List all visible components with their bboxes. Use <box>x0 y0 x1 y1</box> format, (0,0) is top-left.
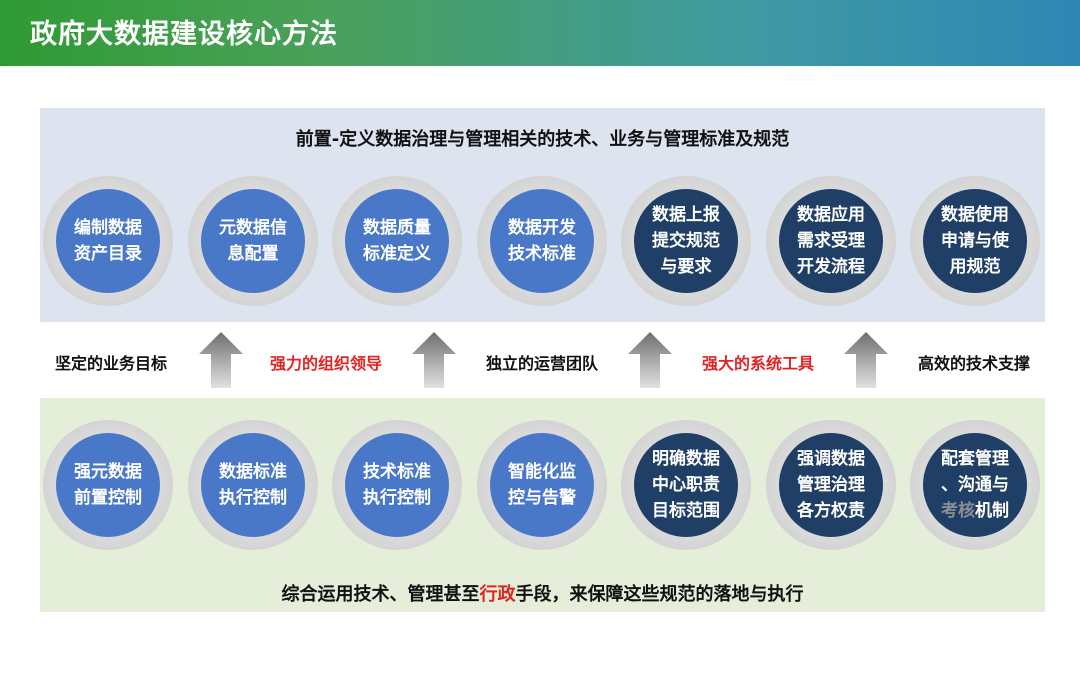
top-circle-3: 数据质量标准定义 <box>332 176 462 306</box>
bottom-circle-1: 强元数据前置控制 <box>43 420 173 550</box>
bottom-caption-highlight: 行政 <box>479 584 516 605</box>
circle-text-line: 强调数据 <box>797 449 865 469</box>
top-circle-7: 数据使用申请与使用规范 <box>910 176 1040 306</box>
top-circle-text: 元数据信息配置 <box>201 189 305 293</box>
circle-text-line: 前置控制 <box>74 488 142 508</box>
top-circle-6: 数据应用需求受理开发流程 <box>766 176 896 306</box>
circle-text-line: 智能化监 <box>508 462 576 482</box>
circle-text-line: 用规范 <box>949 257 1001 277</box>
circle-text-line: 数据标准 <box>219 462 287 482</box>
up-arrow-icon <box>199 332 243 388</box>
title-banner: 政府大数据建设核心方法 <box>0 0 1080 66</box>
bottom-circle-7: 配套管理、沟通与考核机制 <box>910 420 1040 550</box>
circle-text-line: 元数据信 <box>219 218 287 238</box>
pillar-label-5: 高效的技术支撑 <box>917 354 1031 373</box>
circle-text-line: 编制数据 <box>74 218 142 238</box>
circle-text-line: 、沟通与 <box>941 475 1009 495</box>
middle-pillar-row: 坚定的业务目标 强力的组织领导 独立的运营团队 强大的系统工具 高效的技术支撑 <box>0 322 1080 398</box>
bottom-circle-text: 配套管理、沟通与考核机制 <box>923 433 1027 537</box>
pillar-label-2: 强力的组织领导 <box>269 354 383 373</box>
top-circle-text: 数据质量标准定义 <box>345 189 449 293</box>
bottom-circle-4: 智能化监控与告警 <box>477 420 607 550</box>
bottom-circle-text: 强调数据管理治理各方权责 <box>779 433 883 537</box>
bottom-circle-text: 明确数据中心职责目标范围 <box>634 433 738 537</box>
circle-text-line: 考核机制 <box>941 501 1009 521</box>
top-circle-5: 数据上报提交规范与要求 <box>621 176 751 306</box>
circle-text-line: 控与告警 <box>508 488 576 508</box>
bottom-circle-6: 强调数据管理治理各方权责 <box>766 420 896 550</box>
top-circle-text: 数据上报提交规范与要求 <box>634 189 738 293</box>
up-arrow-icon <box>412 332 456 388</box>
circle-text-line: 中心职责 <box>652 475 720 495</box>
bottom-circle-text: 强元数据前置控制 <box>56 433 160 537</box>
bottom-caption-before: 综合运用技术、管理甚至 <box>281 584 480 605</box>
circle-text-line: 明确数据 <box>652 449 720 469</box>
circle-text-line: 数据质量 <box>363 218 431 238</box>
circle-text-line: 技术标准 <box>363 462 431 482</box>
up-arrow-icon <box>628 332 672 388</box>
top-circle-text: 数据开发技术标准 <box>490 189 594 293</box>
bottom-circle-text: 数据标准执行控制 <box>201 433 305 537</box>
circle-text-line: 配套管理 <box>941 449 1009 469</box>
circle-text-line: 息配置 <box>227 244 279 264</box>
top-panel-caption: 前置-定义数据治理与管理相关的技术、业务与管理标准及规范 <box>295 129 790 150</box>
top-circle-4: 数据开发技术标准 <box>477 176 607 306</box>
bottom-circle-text: 技术标准执行控制 <box>345 433 449 537</box>
circle-text-line: 各方权责 <box>797 501 865 521</box>
circle-text-line: 申请与使 <box>941 231 1009 251</box>
top-circle-text: 编制数据资产目录 <box>56 189 160 293</box>
circle-text-line: 开发流程 <box>797 257 865 277</box>
circle-text-line: 资产目录 <box>74 244 142 264</box>
circle-text-line: 与要求 <box>660 257 712 277</box>
circle-text-line: 执行控制 <box>363 488 431 508</box>
top-circle-row: 编制数据资产目录元数据信息配置数据质量标准定义数据开发技术标准数据上报提交规范与… <box>0 176 1080 306</box>
circle-text-line: 提交规范 <box>652 231 720 251</box>
circle-text-line: 数据上报 <box>652 205 720 225</box>
circle-text-line: 数据使用 <box>941 205 1009 225</box>
top-circle-text: 数据使用申请与使用规范 <box>923 189 1027 293</box>
circle-text-line: 目标范围 <box>652 501 720 521</box>
bottom-circle-3: 技术标准执行控制 <box>332 420 462 550</box>
top-circle-2: 元数据信息配置 <box>188 176 318 306</box>
pillar-label-1: 坚定的业务目标 <box>54 354 168 373</box>
page-title: 政府大数据建设核心方法 <box>30 19 338 50</box>
bottom-circle-row: 强元数据前置控制数据标准执行控制技术标准执行控制智能化监控与告警明确数据中心职责… <box>0 420 1080 550</box>
top-circle-1: 编制数据资产目录 <box>43 176 173 306</box>
bottom-circle-2: 数据标准执行控制 <box>188 420 318 550</box>
circle-text-line: 管理治理 <box>797 475 865 495</box>
bottom-circle-text: 智能化监控与告警 <box>490 433 594 537</box>
circle-text-line: 数据应用 <box>797 205 865 225</box>
circle-text-line: 执行控制 <box>219 488 287 508</box>
bottom-circle-5: 明确数据中心职责目标范围 <box>621 420 751 550</box>
circle-text-line: 技术标准 <box>508 244 576 264</box>
circle-text-line: 强元数据 <box>74 462 142 482</box>
circle-text-line: 需求受理 <box>797 231 865 251</box>
pillar-label-3: 独立的运营团队 <box>485 354 599 373</box>
bottom-caption-after: 手段，来保障这些规范的落地与执行 <box>515 584 804 605</box>
bottom-panel-caption: 综合运用技术、管理甚至行政手段，来保障这些规范的落地与执行 <box>40 580 1045 606</box>
up-arrow-icon <box>844 332 888 388</box>
top-circle-text: 数据应用需求受理开发流程 <box>779 189 883 293</box>
circle-text-line: 数据开发 <box>508 218 576 238</box>
pillar-label-4: 强大的系统工具 <box>701 354 815 373</box>
circle-text-line: 标准定义 <box>363 244 431 264</box>
